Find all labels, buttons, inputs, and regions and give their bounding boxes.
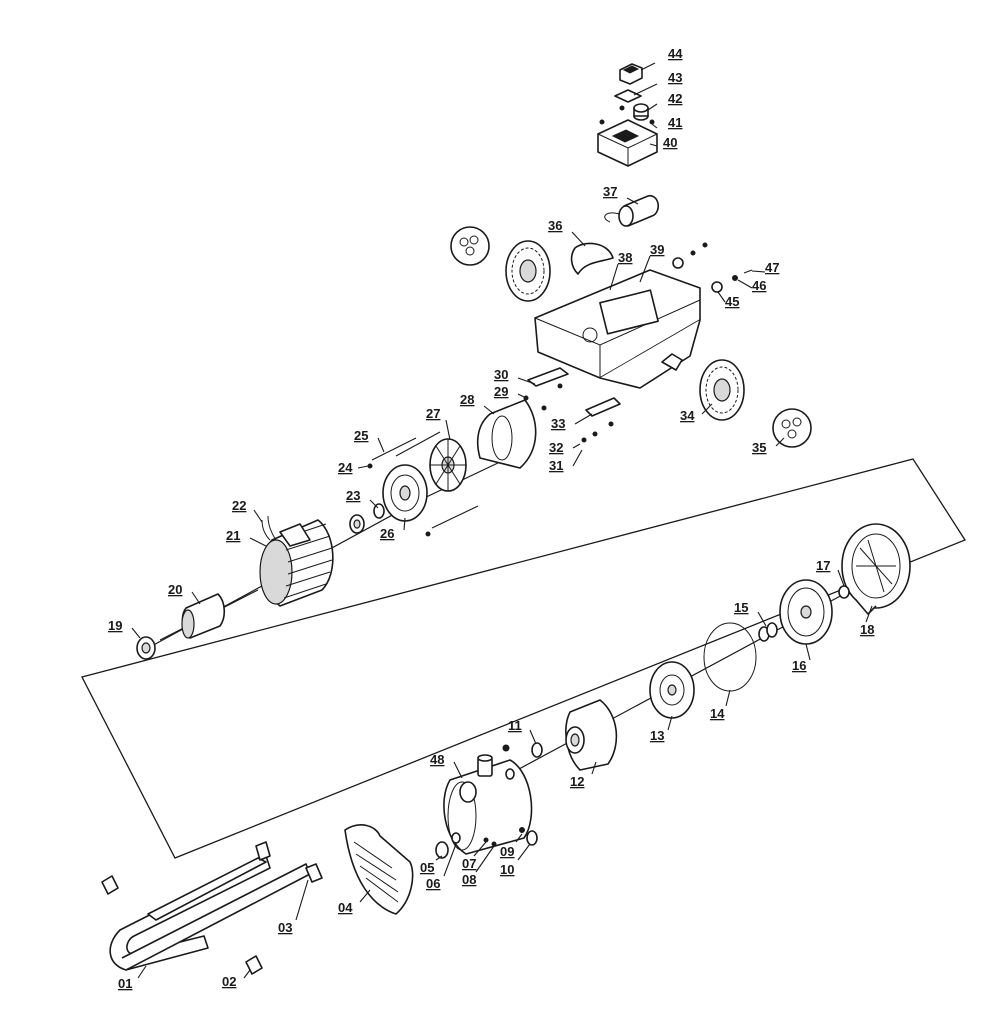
label-21: 21	[226, 528, 240, 543]
label-02: 02	[222, 974, 236, 989]
part-28-fan-cover	[476, 399, 537, 469]
part-23-washer	[373, 503, 385, 519]
assembly-frame	[81, 458, 966, 859]
part-26-end-shield	[382, 464, 428, 522]
part-05-plug	[435, 841, 449, 859]
label-45: 45	[725, 294, 739, 309]
part-13-impeller	[649, 661, 695, 719]
label-08: 08	[462, 872, 476, 887]
part-44-switch	[619, 63, 643, 85]
part-37-capacitor	[604, 194, 659, 227]
part-27-fan	[429, 438, 467, 492]
part-22-leads	[261, 515, 277, 541]
part-06-seal	[451, 832, 461, 844]
part-19-bearing	[136, 636, 156, 660]
label-32: 32	[549, 440, 563, 455]
part-25-rod-1	[371, 437, 417, 461]
part-25-rod-3	[431, 505, 479, 529]
part-16-diffuser	[779, 579, 833, 645]
label-47: 47	[765, 260, 779, 275]
part-17-ring	[838, 585, 850, 599]
label-31: 31	[549, 458, 563, 473]
part-18-pump-cover	[841, 523, 911, 615]
part-14-o-ring	[703, 622, 757, 692]
part-03-tube	[255, 841, 323, 883]
label-23: 23	[346, 488, 360, 503]
part-46-washer	[732, 275, 738, 281]
label-38: 38	[618, 250, 632, 265]
label-42: 42	[668, 91, 682, 106]
part-07-screw	[483, 837, 489, 843]
label-01: 01	[118, 976, 132, 991]
label-25: 25	[354, 428, 368, 443]
label-14: 14	[710, 706, 725, 721]
label-28: 28	[460, 392, 474, 407]
part-21-stator	[259, 519, 334, 607]
label-35: 35	[752, 440, 766, 455]
label-33: 33	[551, 416, 565, 431]
wheel-left	[505, 240, 551, 302]
part-30-bracket	[527, 367, 569, 387]
part-40-switch-box	[597, 105, 658, 167]
part-25-rod-2	[395, 431, 441, 457]
part-43-seal	[614, 89, 642, 103]
part-01-frame	[109, 855, 311, 971]
part-09-seal	[519, 827, 525, 833]
part-35-hub-cap	[772, 408, 812, 448]
part-02-knob	[101, 875, 263, 975]
label-13: 13	[650, 728, 664, 743]
part-15-nut-2	[766, 622, 778, 638]
label-07: 07	[462, 856, 476, 871]
label-15: 15	[734, 600, 748, 615]
part-34-wheel-right	[699, 359, 745, 421]
part-36-cable-holder	[570, 242, 614, 275]
label-48: 48	[430, 752, 444, 767]
part-45-bushing	[711, 281, 723, 293]
label-34: 34	[680, 408, 695, 423]
part-20-rotor	[159, 589, 259, 641]
label-04: 04	[338, 900, 353, 915]
label-22: 22	[232, 498, 246, 513]
axle-bracket	[661, 353, 683, 371]
label-16: 16	[792, 658, 806, 673]
label-12: 12	[570, 774, 584, 789]
label-24: 24	[338, 460, 353, 475]
label-27: 27	[426, 406, 440, 421]
label-03: 03	[278, 920, 292, 935]
callouts: 44 43 42 41 40 37 36 38 39 47 46 45 30 2…	[108, 46, 874, 991]
label-11: 11	[508, 718, 522, 733]
label-17: 17	[816, 558, 830, 573]
part-11-ring	[531, 742, 543, 758]
label-44: 44	[668, 46, 683, 61]
part-42-knob	[633, 103, 649, 121]
label-05: 05	[420, 860, 434, 875]
label-26: 26	[380, 526, 394, 541]
part-47-pin	[743, 269, 753, 274]
label-20: 20	[168, 582, 182, 597]
part-39-housing	[534, 269, 701, 389]
label-29: 29	[494, 384, 508, 399]
label-43: 43	[668, 70, 682, 85]
label-06: 06	[426, 876, 440, 891]
label-09: 09	[500, 844, 514, 859]
part-10-plug	[526, 830, 538, 846]
label-37: 37	[603, 184, 617, 199]
label-18: 18	[860, 622, 874, 637]
hub-cap-left	[450, 226, 490, 266]
label-36: 36	[548, 218, 562, 233]
label-39: 39	[650, 242, 664, 257]
part-08-washer	[491, 841, 497, 847]
label-40: 40	[663, 135, 677, 150]
part-04-guard	[344, 824, 414, 915]
part-12-pump-insert	[565, 699, 618, 771]
part-48-pump-housing	[443, 744, 533, 855]
part-33-bracket	[585, 397, 621, 417]
label-30: 30	[494, 367, 508, 382]
label-41: 41	[668, 115, 682, 130]
label-19: 19	[108, 618, 122, 633]
label-46: 46	[752, 278, 766, 293]
label-10: 10	[500, 862, 514, 877]
bearing-upper	[349, 514, 365, 534]
